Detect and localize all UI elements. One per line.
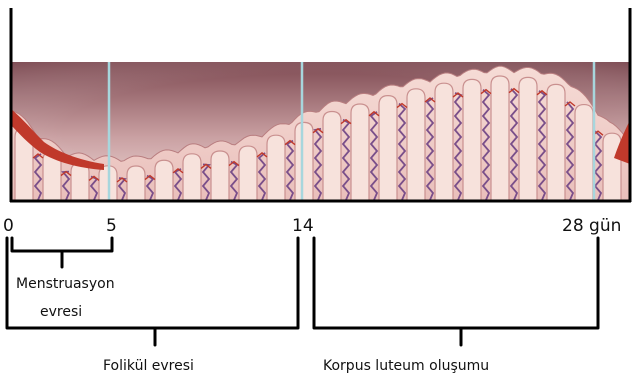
gland xyxy=(603,133,621,200)
menstruation-label-line2: evresi xyxy=(40,304,82,320)
gland xyxy=(519,77,537,200)
day-axis: 0 5 14 28 gün xyxy=(3,216,621,236)
tick-day-14: 14 xyxy=(292,216,314,236)
tick-day-0: 0 xyxy=(3,216,14,236)
follicular-label: Folikül evresi xyxy=(103,358,194,374)
uterine-lining-panel xyxy=(10,8,631,202)
gland xyxy=(379,96,397,200)
gland xyxy=(71,163,89,200)
gland xyxy=(435,83,453,200)
gland xyxy=(407,89,425,200)
tick-day-5: 5 xyxy=(106,216,117,236)
tick-day-28: 28 gün xyxy=(562,216,621,236)
gland xyxy=(351,104,369,200)
gland xyxy=(547,84,565,200)
gland xyxy=(463,79,481,200)
gland xyxy=(127,166,145,200)
phase-labels: Menstruasyon evresi Folikül evresi Korpu… xyxy=(16,276,489,374)
menstruation-label-line1: Menstruasyon xyxy=(16,276,115,292)
gland xyxy=(267,135,285,200)
gland xyxy=(575,105,593,200)
gland xyxy=(295,122,313,200)
bracket-menstruation xyxy=(12,238,112,267)
gland xyxy=(323,111,341,200)
bracket-luteal xyxy=(314,238,598,345)
gland xyxy=(211,151,229,200)
gland xyxy=(183,154,201,200)
gland xyxy=(239,146,257,200)
gland xyxy=(491,76,509,200)
luteal-label: Korpus luteum oluşumu xyxy=(323,358,489,374)
gland xyxy=(155,160,173,200)
